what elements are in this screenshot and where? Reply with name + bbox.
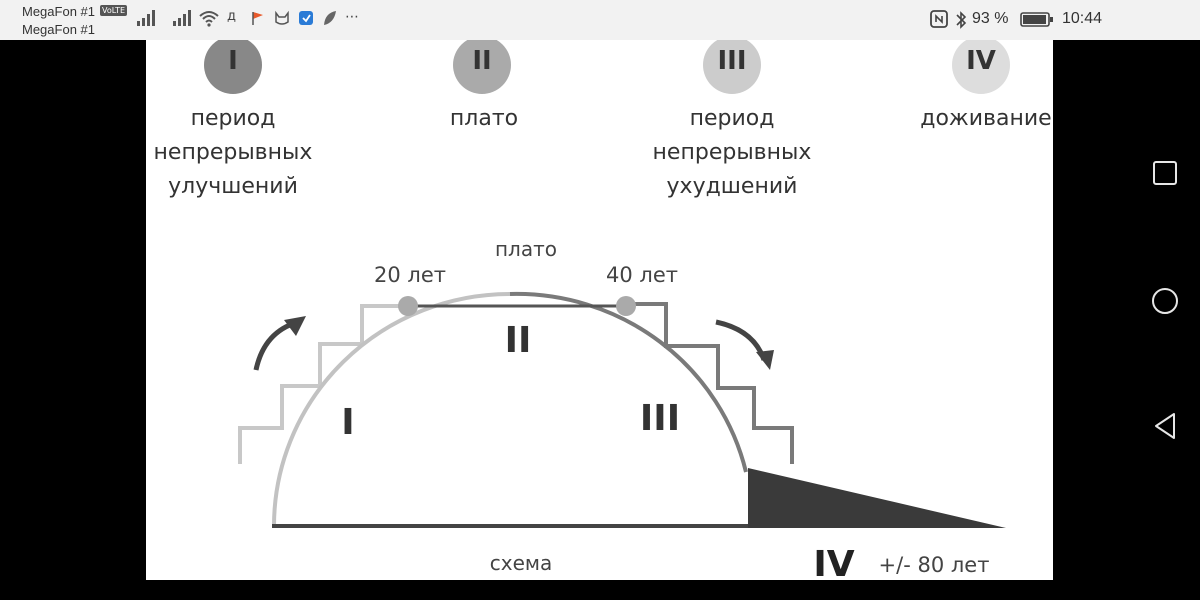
phase-numeral-3: III <box>717 46 747 76</box>
status-bar: MegaFon #1 VoLTE MegaFon #1 д ⋯ 93 % 10:… <box>0 0 1200 40</box>
plateau-label: плато <box>495 237 557 261</box>
caption: схема <box>490 551 552 575</box>
phase-numeral-1: I <box>228 46 238 76</box>
phase-label-3: период непрерывных ухудшений <box>652 106 812 199</box>
phase-circle-4 <box>952 40 1010 94</box>
zone-label-I: I <box>341 402 354 443</box>
age-dot-20 <box>398 296 418 316</box>
signal-icon <box>172 9 192 31</box>
zone-label-III: III <box>640 398 680 439</box>
more-icon: ⋯ <box>345 9 359 25</box>
staircase-right <box>626 302 794 464</box>
leaf-icon <box>322 9 338 31</box>
d-icon: д <box>227 9 236 24</box>
volte-badge: VoLTE <box>100 5 128 16</box>
arc-right <box>509 291 748 473</box>
cat-icon <box>274 9 290 31</box>
clock: 10:44 <box>1062 10 1103 27</box>
age-start-label: 20 лет <box>374 263 446 287</box>
arc-left <box>272 292 511 527</box>
phase-label-1: период непрерывных улучшений <box>153 106 313 199</box>
age-dot-40 <box>616 296 636 316</box>
phase-label-2: плато <box>449 106 519 131</box>
age-end-label: 40 лет <box>606 263 678 287</box>
carrier-name-2: MegaFon #1 <box>22 22 95 37</box>
shield-icon <box>298 9 314 31</box>
battery-percent: 93 % <box>972 10 1009 27</box>
zone-label-IV: IV <box>813 544 854 580</box>
flag-icon <box>250 9 266 31</box>
lifespan-label: +/- 80 лет <box>879 553 990 577</box>
bluetooth-icon <box>954 10 968 35</box>
signal-icon <box>136 9 156 31</box>
arrow-up-head <box>284 316 306 336</box>
phase-numeral-4: IV <box>966 46 996 76</box>
wifi-icon <box>198 9 220 31</box>
decline-wedge <box>748 468 1006 528</box>
phase-label-4: доживание <box>920 106 1052 131</box>
nfc-icon <box>930 10 948 33</box>
phase-circle-1 <box>204 40 262 94</box>
navigation-bar <box>1130 0 1200 600</box>
carrier-name-1: MegaFon #1 <box>22 4 95 19</box>
life-cycle-diagram: плато 20 лет 40 лет I II III схема IV +/… <box>238 237 1006 580</box>
battery-icon <box>1020 10 1054 33</box>
recents-square-icon[interactable] <box>1152 160 1178 186</box>
arrow-down-icon <box>715 319 767 361</box>
zone-label-II: II <box>505 320 532 361</box>
back-triangle-icon[interactable] <box>1152 412 1178 440</box>
diagram-image: I II III IV период непрерывных улучшений… <box>146 40 1053 580</box>
phase-circle-3 <box>703 40 761 94</box>
arrow-down-head <box>756 350 774 370</box>
phase-circle-2 <box>453 40 511 94</box>
home-circle-icon[interactable] <box>1150 286 1180 316</box>
phase-numeral-2: II <box>472 46 492 76</box>
